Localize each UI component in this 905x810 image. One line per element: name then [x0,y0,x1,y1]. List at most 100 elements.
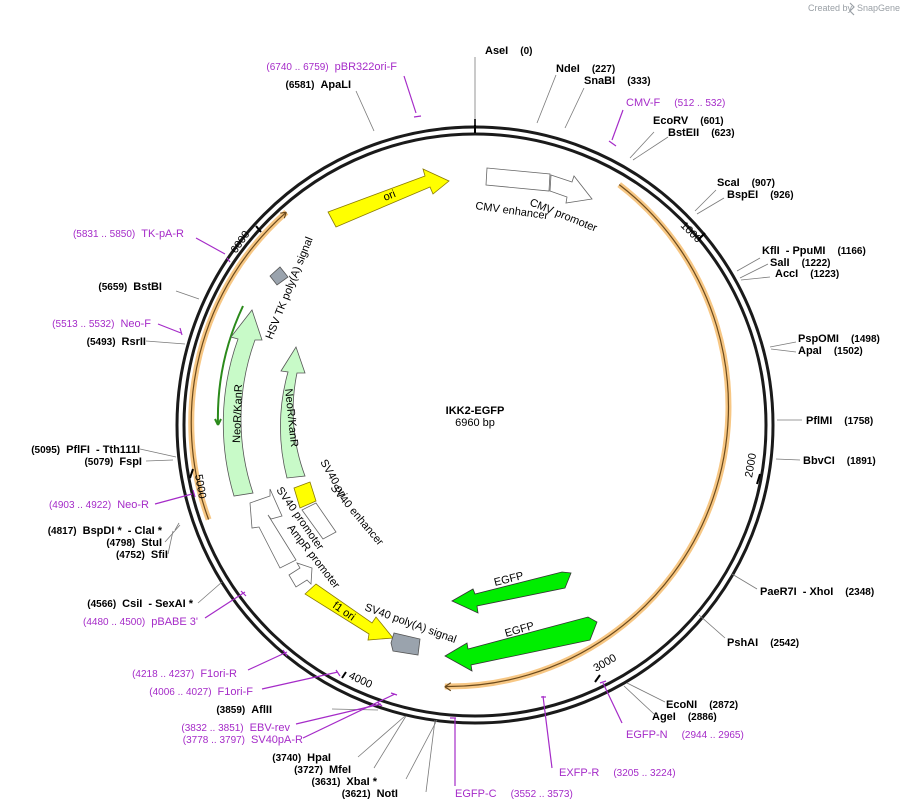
enzyme-agei[interactable]: AgeI (2886) [652,711,717,723]
feature-neor-outer[interactable]: NeoR/KanR [222,309,263,497]
enzyme-fspi-name: FspI [119,456,142,468]
primer-tk-pa-r[interactable]: (5831 .. 5850)TK-pA-R [73,228,184,240]
enzyme-sali[interactable]: SalI(1222) [770,257,830,269]
enzyme-scai-pos: (907) [752,178,775,189]
enzyme-ndei-name: NdeI [556,63,580,75]
enzyme-stui-pos: (4798) [106,538,135,549]
enzyme-hpai[interactable]: (3740) HpaI [272,752,331,764]
enzyme-acci[interactable]: AccI(1223) [775,268,839,280]
watermark-prefix: Created by [808,3,853,13]
enzyme-asei-name: AseI [485,45,508,57]
enzyme-sfii-name: SfiI [151,549,168,561]
enzyme-rsrii[interactable]: (5493)RsrII [87,336,146,348]
enzyme-csii-pos: (4566) [87,599,116,610]
enzyme-sfii[interactable]: (4752)SfiI [116,549,168,561]
enzyme-xbai-name: XbaI * [346,776,377,788]
enzyme-pflfi[interactable]: (5095)PflFI- Tth111I [31,444,140,456]
enzyme-bbvci-name: BbvCI [803,455,835,467]
primer-f1ori-f[interactable]: (4006 .. 4027)F1ori-F [149,686,253,698]
enzyme-hpai-name: HpaI [307,752,331,764]
enzyme-pflmi-name: PflMI [806,415,832,427]
enzyme-xbai[interactable]: (3631) XbaI * [312,776,378,788]
enzyme-scai[interactable]: ScaI(907) [717,177,775,189]
enzyme-pspomi-pos: (1498) [851,334,880,345]
backbone-ticks [189,119,761,683]
enzyme-aflii-pos: (3859) [216,705,245,716]
enzyme-pflfi-name: PflFI [66,444,90,456]
enzyme-mfei-pos: (3727) [294,765,323,776]
enzyme-xbai-pos: (3631) [312,777,341,788]
enzyme-asei-pos: (0) [520,46,532,57]
enzyme-stui[interactable]: (4798)StuI [106,537,162,549]
enzyme-bspdi[interactable]: (4817)BspDI *- ClaI * [48,525,163,537]
enzyme-apali[interactable]: (6581)ApaLI [286,79,351,91]
primer-neo-f[interactable]: (5513 .. 5532)Neo-F [52,318,151,330]
primer-cmv-f[interactable]: CMV-F(512 .. 532) [626,97,725,109]
enzyme-csii[interactable]: (4566)CsiI- SexAI * [87,598,193,610]
enzyme-bspdi-name: BspDI * [83,525,123,537]
primer-neo-f-pos: (5513 .. 5532) [52,319,114,330]
primer-neo-r[interactable]: (4903 .. 4922)Neo-R [49,499,149,511]
feature-cmv-enhancer[interactable]: CMV enhancer [475,167,551,222]
enzyme-agei-pos: (2886) [688,712,717,723]
enzyme-csii-name: CsiI [122,598,142,610]
primer-f1ori-r[interactable]: (4218 .. 4237)F1ori-R [132,668,237,680]
primer-exfp-r-name: EXFP-R [559,767,599,779]
enzyme-bspei[interactable]: BspEI(926) [727,189,794,201]
enzyme-clai-name: ClaI * [134,525,162,537]
tick-5000: 5000 [192,473,208,499]
enzyme-snabi[interactable]: SnaBI(333) [584,75,651,87]
enzyme-asei[interactable]: AseI (0) [485,45,532,57]
enzyme-pshai[interactable]: PshAI(2542) [727,637,799,649]
tick-3000: 3000 [592,652,619,675]
primer-f1ori-f-pos: (4006 .. 4027) [149,687,211,698]
enzyme-econi[interactable]: EcoNI (2872) [666,699,738,711]
enzyme-snabi-name: SnaBI [584,75,615,87]
feature-egfp-2[interactable]: EGFP [444,616,598,672]
primer-egfp-n[interactable]: EGFP-N(2944 .. 2965) [626,729,744,741]
feature-hsv-tk-polya[interactable]: HSV TK poly(A) signal [264,235,316,341]
enzyme-aflii-name: AflII [251,704,272,716]
enzyme-aflii[interactable]: (3859) AflII [216,704,272,716]
enzyme-hpai-pos: (3740) [272,753,301,764]
primer-leaders [154,75,624,786]
enzyme-bstbi[interactable]: (5659)BstBI [98,281,162,293]
primer-f1ori-r-pos: (4218 .. 4237) [132,669,194,680]
enzyme-paer7i[interactable]: PaeR7I- XhoI(2348) [760,586,874,598]
enzyme-apai[interactable]: ApaI(1502) [798,345,863,357]
enzyme-pflmi[interactable]: PflMI(1758) [806,415,873,427]
enzyme-econi-name: EcoNI [666,699,697,711]
enzyme-bbvci[interactable]: BbvCI(1891) [803,455,876,467]
enzyme-mfei[interactable]: (3727)MfeI [294,764,351,776]
primer-egfp-c[interactable]: EGFP-C(3552 .. 3573) [455,788,573,800]
enzyme-agei-name: AgeI [652,711,676,723]
primer-sv40pa-r-name: SV40pA-R [251,734,303,746]
enzyme-ndei[interactable]: NdeI (227) [556,63,615,75]
primer-pbr322ori-f[interactable]: (6740 .. 6759)pBR322ori-F [266,61,397,73]
feature-neor-inner[interactable]: NeoR/KanR [280,346,306,479]
primer-neo-r-name: Neo-R [117,499,149,511]
enzyme-ecorv-name: EcoRV [653,115,689,127]
enzyme-bsteii[interactable]: BstEII(623) [668,127,735,139]
enzyme-ecorv[interactable]: EcoRV (601) [653,115,724,127]
enzyme-ecorv-pos: (601) [700,116,723,127]
enzyme-ndei-pos: (227) [592,64,615,75]
enzyme-econi-pos: (2872) [709,700,738,711]
primer-exfp-r[interactable]: EXFP-R(3205 .. 3224) [559,767,676,779]
primer-pbabe-3[interactable]: (4480 .. 4500)pBABE 3' [83,616,198,628]
primer-ebv-rev[interactable]: (3832 .. 3851)EBV-rev [181,722,290,734]
enzyme-noti-pos: (3621) [342,789,371,800]
enzyme-pspomi[interactable]: PspOMI(1498) [798,333,880,345]
primer-cmv-f-pos: (512 .. 532) [674,98,725,109]
primer-pbr322ori-f-name: pBR322ori-F [335,61,398,73]
enzyme-bspei-pos: (926) [770,190,793,201]
feature-egfp-1[interactable]: EGFP [451,570,572,614]
primer-sv40pa-r[interactable]: (3778 .. 3797)SV40pA-R [183,734,303,746]
feature-neor-outer-label: NeoR/KanR [231,384,245,443]
feature-ori[interactable]: ori [327,168,450,228]
enzyme-apali-name: ApaLI [320,79,351,91]
enzyme-kfli[interactable]: KflI- PpuMI(1166) [762,245,866,257]
plasmid-name: IKK2-EGFP [446,405,505,417]
enzyme-fspi[interactable]: (5079)FspI [84,456,142,468]
enzyme-noti[interactable]: (3621)NotI [342,788,398,800]
